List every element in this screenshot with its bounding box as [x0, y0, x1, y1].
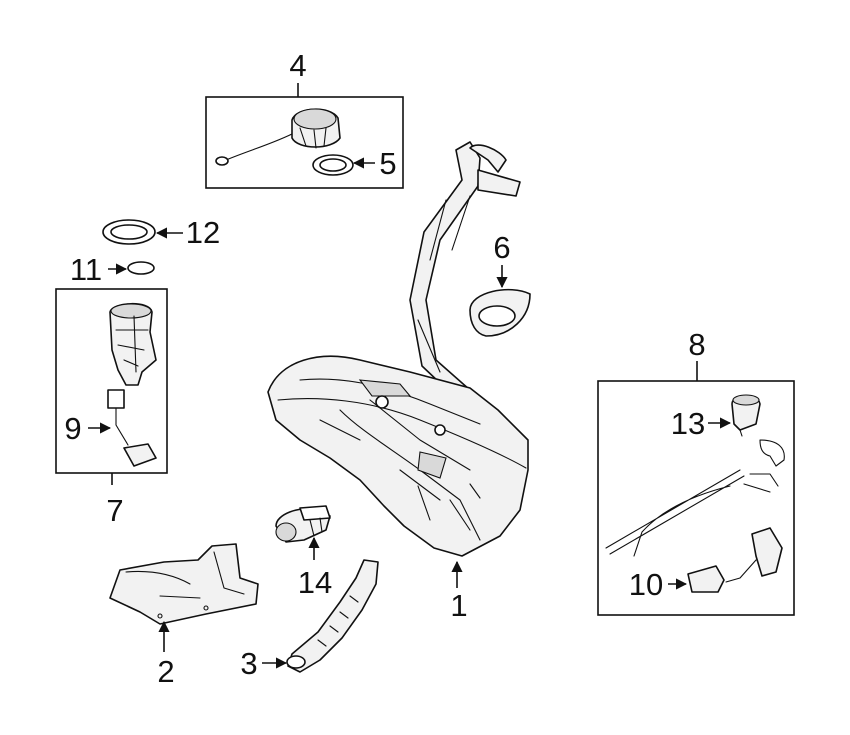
heat-shield-part[interactable]	[109, 543, 259, 625]
vent-valve-part[interactable]	[275, 505, 331, 543]
fuel-pump-module-part[interactable]	[107, 302, 157, 467]
callout-4: 4	[289, 48, 306, 83]
callout-8: 8	[688, 327, 705, 362]
group-box-8	[597, 380, 795, 616]
fuel-cap-part[interactable]	[215, 108, 341, 166]
callout-10: 10	[629, 567, 663, 602]
callout-9: 9	[64, 411, 81, 446]
callout-11: 11	[70, 252, 102, 287]
callout-6: 6	[493, 230, 510, 265]
o-ring-part[interactable]	[127, 261, 155, 275]
fuel-tank-part[interactable]	[267, 141, 529, 557]
callout-7: 7	[106, 493, 123, 528]
callout-1: 1	[450, 588, 467, 623]
tank-strap-part[interactable]	[286, 559, 379, 673]
callout-5: 5	[379, 146, 396, 181]
callout-2: 2	[157, 654, 174, 689]
callout-12: 12	[186, 215, 220, 250]
group-box-4	[205, 96, 404, 189]
callout-13: 13	[671, 406, 705, 441]
pump-seal-ring-part[interactable]	[102, 219, 156, 245]
callout-14: 14	[298, 565, 332, 600]
cap-seal-ring-part[interactable]	[312, 154, 354, 176]
callout-3: 3	[240, 646, 257, 681]
filler-bezel-part[interactable]	[469, 288, 531, 337]
vent-line-assembly-part[interactable]	[605, 394, 785, 593]
